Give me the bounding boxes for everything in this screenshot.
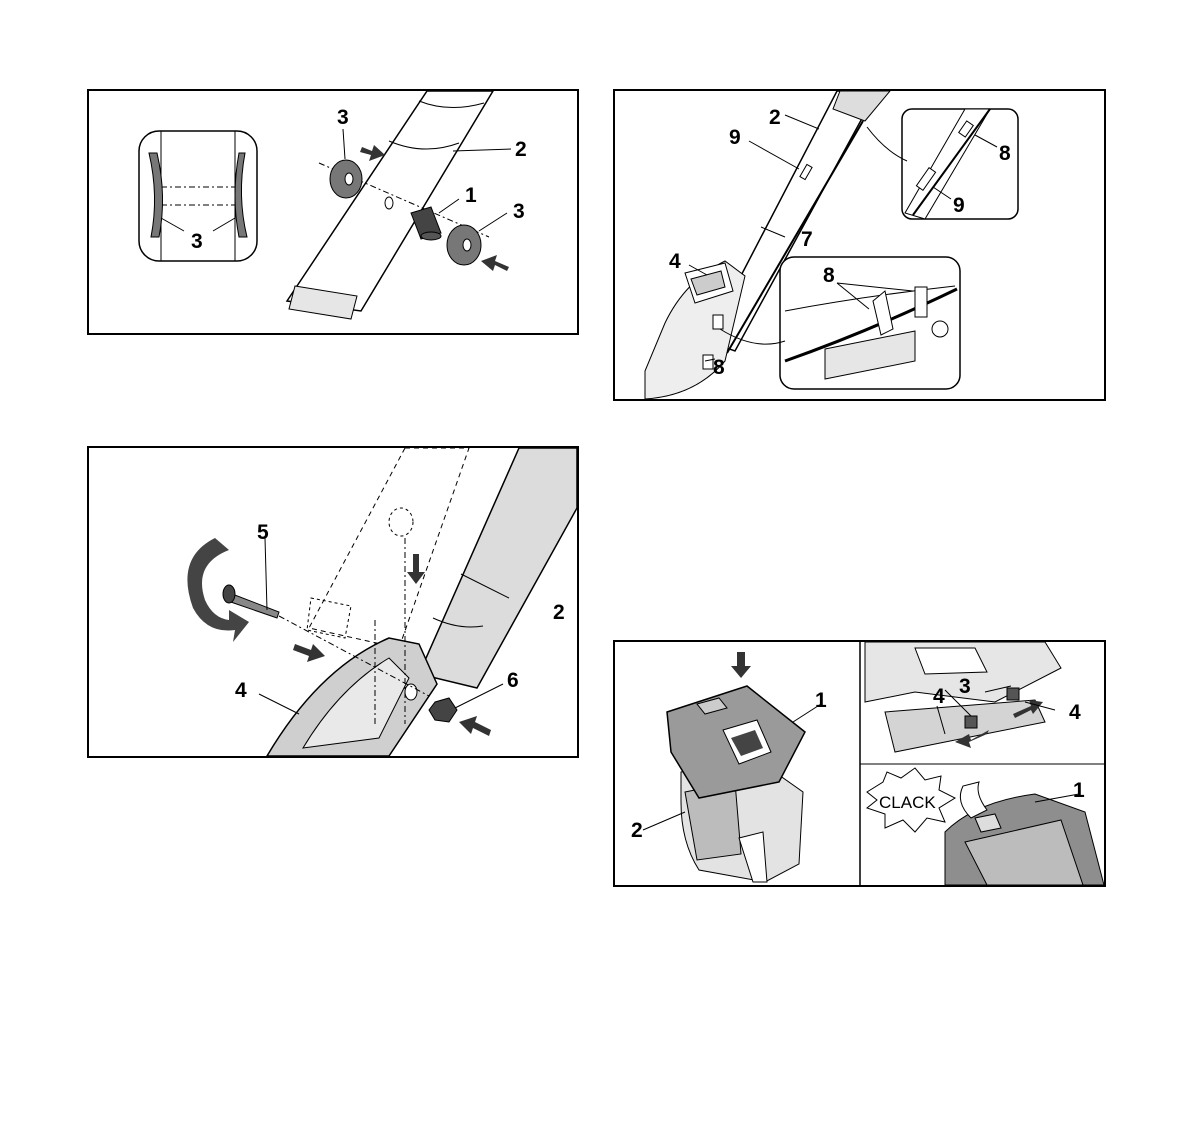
callout-5-bolt: 5 <box>257 522 269 543</box>
figure-2-cable-routing: 2 9 8 9 7 4 8 8 <box>613 89 1106 401</box>
callout-7-cable: 7 <box>801 229 813 250</box>
callout-1-cover-closed: 1 <box>1073 780 1085 801</box>
callout-2-grass-box: 2 <box>631 820 643 841</box>
figure-3-drawing <box>89 448 577 756</box>
callout-2-handle: 2 <box>553 602 565 623</box>
callout-9-clip: 9 <box>729 127 741 148</box>
callout-4-left: 4 <box>933 686 945 707</box>
callout-4-housing: 4 <box>669 251 681 272</box>
figure-1-handle-washers: 3 2 1 3 3 <box>87 89 579 335</box>
callout-3-washer-top: 3 <box>337 107 349 128</box>
callout-3-washer-right: 3 <box>513 201 525 222</box>
callout-1-spacer: 1 <box>465 185 477 206</box>
figure-3-handle-bolt: 5 2 4 6 <box>87 446 579 758</box>
clack-sound-text: CLACK <box>879 794 936 811</box>
callout-3-inset: 3 <box>191 231 203 252</box>
figure-2-drawing <box>615 91 1104 399</box>
callout-4-housing: 4 <box>235 680 247 701</box>
callout-6-nut: 6 <box>507 670 519 691</box>
callout-2-handle: 2 <box>515 139 527 160</box>
callout-8-inset: 8 <box>999 143 1011 164</box>
callout-3-pin: 3 <box>959 676 971 697</box>
callout-4-right: 4 <box>1069 702 1081 723</box>
callout-8-lower-inset: 8 <box>823 265 835 286</box>
callout-1-cover: 1 <box>815 690 827 711</box>
callout-8-lower: 8 <box>713 357 725 378</box>
figure-4-drawing <box>615 642 1104 885</box>
callout-2-handle: 2 <box>769 107 781 128</box>
figure-4-grass-box-cover: 1 2 4 3 4 1 CLACK <box>613 640 1106 887</box>
figure-1-drawing <box>89 91 577 333</box>
callout-9-inset: 9 <box>953 195 965 216</box>
